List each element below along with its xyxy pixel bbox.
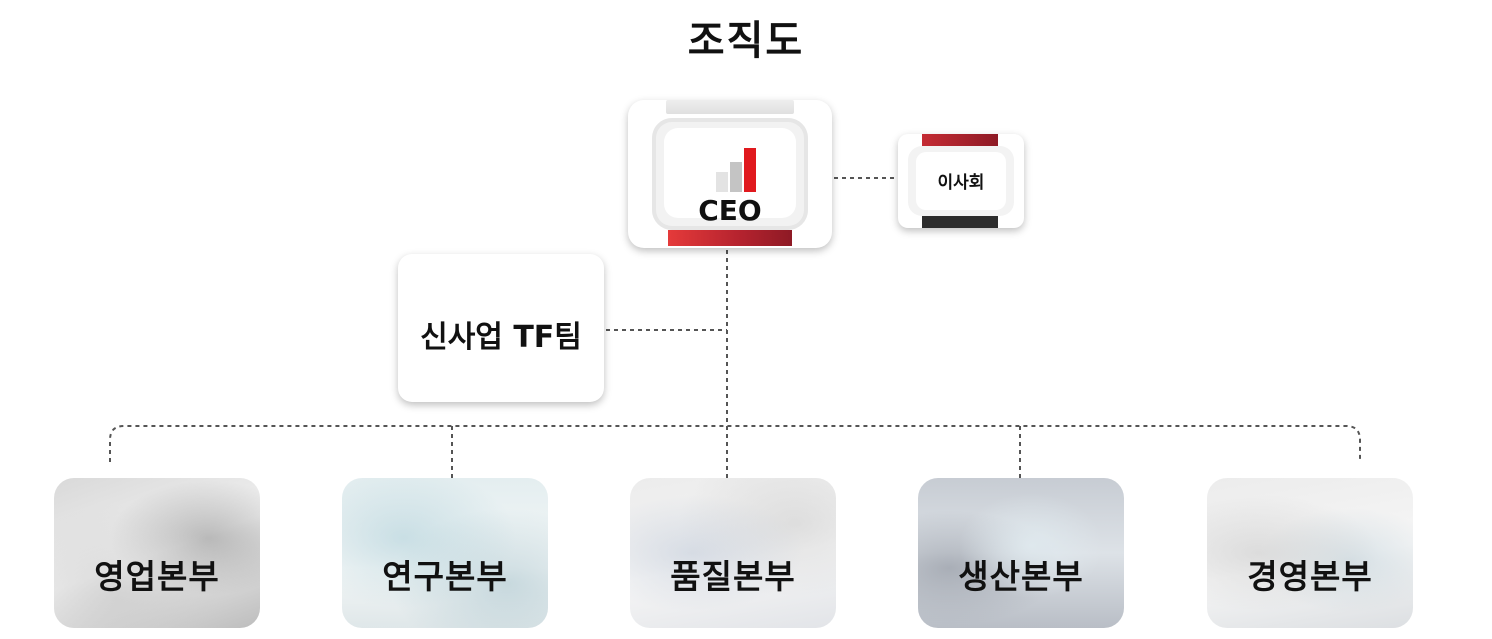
board-card[interactable]: 이사회 xyxy=(898,134,1024,228)
board-bottom-bar xyxy=(922,216,998,228)
bar-chart-icon xyxy=(716,148,760,192)
bar-chart-icon-bar-2 xyxy=(730,162,742,192)
page-title: 조직도 xyxy=(687,18,805,64)
board-top-bar xyxy=(922,134,998,146)
board-inner-face xyxy=(916,152,1006,210)
division-production-label: 생산본부 xyxy=(958,557,1084,596)
ceo-top-accent xyxy=(666,100,794,114)
bar-chart-icon-bar-1 xyxy=(716,172,728,192)
division-quality-label: 품질본부 xyxy=(670,557,796,596)
board-inner-frame xyxy=(908,146,1014,216)
division-research-photo xyxy=(342,478,548,628)
ceo-bottom-bar xyxy=(668,230,792,246)
division-research-card[interactable]: 연구본부 xyxy=(342,478,548,628)
division-management-photo xyxy=(1207,478,1413,628)
ceo-inner-face: CEO xyxy=(664,128,796,227)
board-label: 이사회 xyxy=(937,173,985,193)
division-sales-label: 영업본부 xyxy=(94,557,220,596)
division-management-label: 경영본부 xyxy=(1247,557,1373,596)
tf-team-card[interactable]: 신사업 TF팀 xyxy=(398,254,604,402)
ceo-inner-frame: CEO xyxy=(652,118,808,230)
division-quality-card[interactable]: 품질본부 xyxy=(630,478,836,628)
division-sales-photo xyxy=(54,478,260,628)
ceo-card[interactable]: CEO xyxy=(628,100,832,248)
division-research-label: 연구본부 xyxy=(382,557,508,596)
division-management-card[interactable]: 경영본부 xyxy=(1207,478,1413,628)
division-quality-photo xyxy=(630,478,836,628)
connector-bus xyxy=(109,425,1361,462)
division-production-photo xyxy=(918,478,1124,628)
bar-chart-icon-bar-3 xyxy=(744,148,756,192)
division-sales-card[interactable]: 영업본부 xyxy=(54,478,260,628)
division-production-card[interactable]: 생산본부 xyxy=(918,478,1124,628)
ceo-label: CEO xyxy=(698,194,762,227)
tf-team-label: 신사업 TF팀 xyxy=(420,320,582,355)
